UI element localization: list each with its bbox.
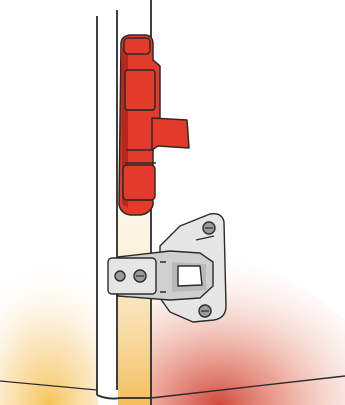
background-glow [0, 20, 345, 405]
screw-icon [203, 222, 215, 234]
screw-icon [115, 271, 125, 281]
drilling-jig [119, 35, 189, 215]
hinge-arm-slot [178, 266, 202, 286]
jig-top-cap [124, 38, 150, 54]
screw-icon [134, 270, 146, 282]
jig-lower-block [123, 165, 155, 200]
screw-icon [199, 305, 211, 317]
jig-mid-block [125, 70, 155, 110]
jig-side-arm [152, 118, 189, 150]
